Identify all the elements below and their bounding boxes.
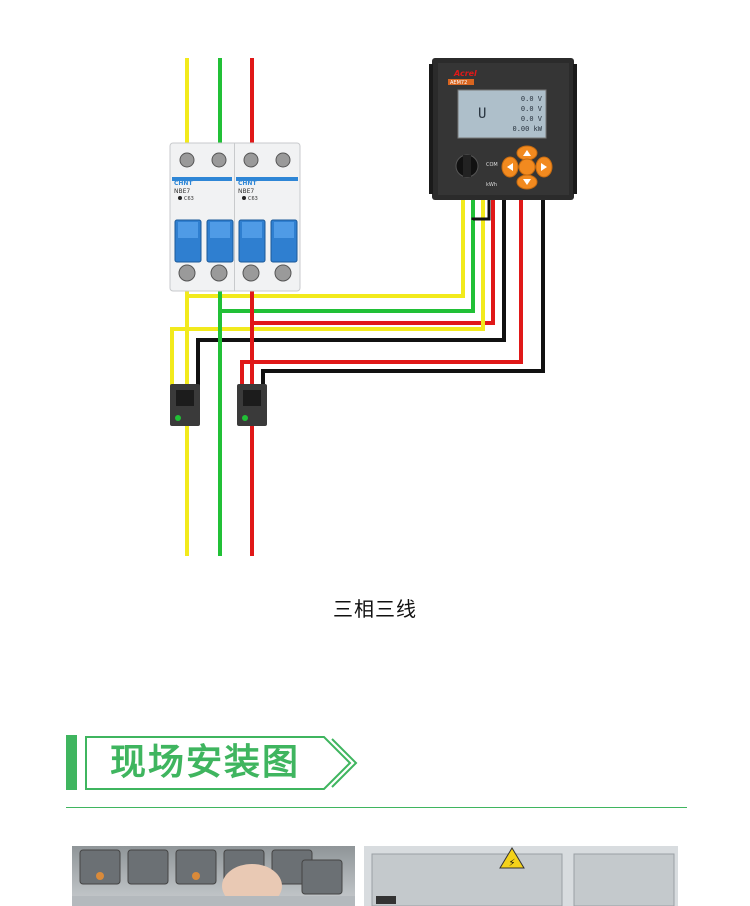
breaker-brand-right: CHNT	[238, 180, 257, 187]
meter-model: AEM72	[450, 80, 467, 86]
breaker-model-right: NBE7	[238, 188, 254, 195]
breaker-brand-left: CHNT	[174, 180, 193, 187]
lcd-row-4-right: 0.00 kW	[512, 125, 542, 133]
current-transformer-a	[170, 384, 200, 426]
cabinet-photo: ⚡	[364, 846, 678, 906]
current-transformer-c	[237, 384, 267, 426]
diagram-caption: 三相三线	[333, 597, 417, 621]
section-divider	[66, 807, 687, 808]
wire-ct-a-yellow	[170, 195, 485, 400]
meter-lcd	[457, 89, 547, 139]
circuit-breaker: CHNT CHNT NBE7 NBE7 C63 C63	[169, 142, 301, 292]
meter-brand: Acrel	[453, 69, 477, 78]
breaker-rating-right: C63	[248, 196, 258, 202]
lcd-row-1-right: 0.0 V	[521, 95, 543, 103]
meter-pulse-label: kWh	[486, 182, 497, 188]
meter-port-label: COM	[486, 162, 498, 168]
breaker-rating-left: C63	[184, 196, 194, 202]
lcd-row-2-right: 0.0 V	[521, 105, 543, 113]
wire-ct-a-black	[196, 195, 506, 400]
svg-text:⚡: ⚡	[508, 858, 515, 869]
wire-ct-c-red	[240, 195, 523, 400]
breaker-model-left: NBE7	[174, 188, 190, 195]
meter-keypad	[501, 145, 553, 190]
section-accent-bar	[66, 735, 77, 790]
installed-meters-photo	[72, 846, 355, 906]
wiring-diagram: CHNT CHNT NBE7 NBE7 C63 C63	[169, 58, 577, 556]
section-title: 现场安装图	[110, 742, 301, 783]
section-title-badge	[85, 736, 358, 790]
lcd-row-3-right: 0.0 V	[521, 115, 543, 123]
energy-meter: Acrel AEM72 0.0 V U 0.0 V 0.0 V 0.00 kW …	[429, 58, 577, 200]
wire-jumper	[471, 195, 491, 221]
lcd-row-2-left: U	[478, 106, 486, 122]
